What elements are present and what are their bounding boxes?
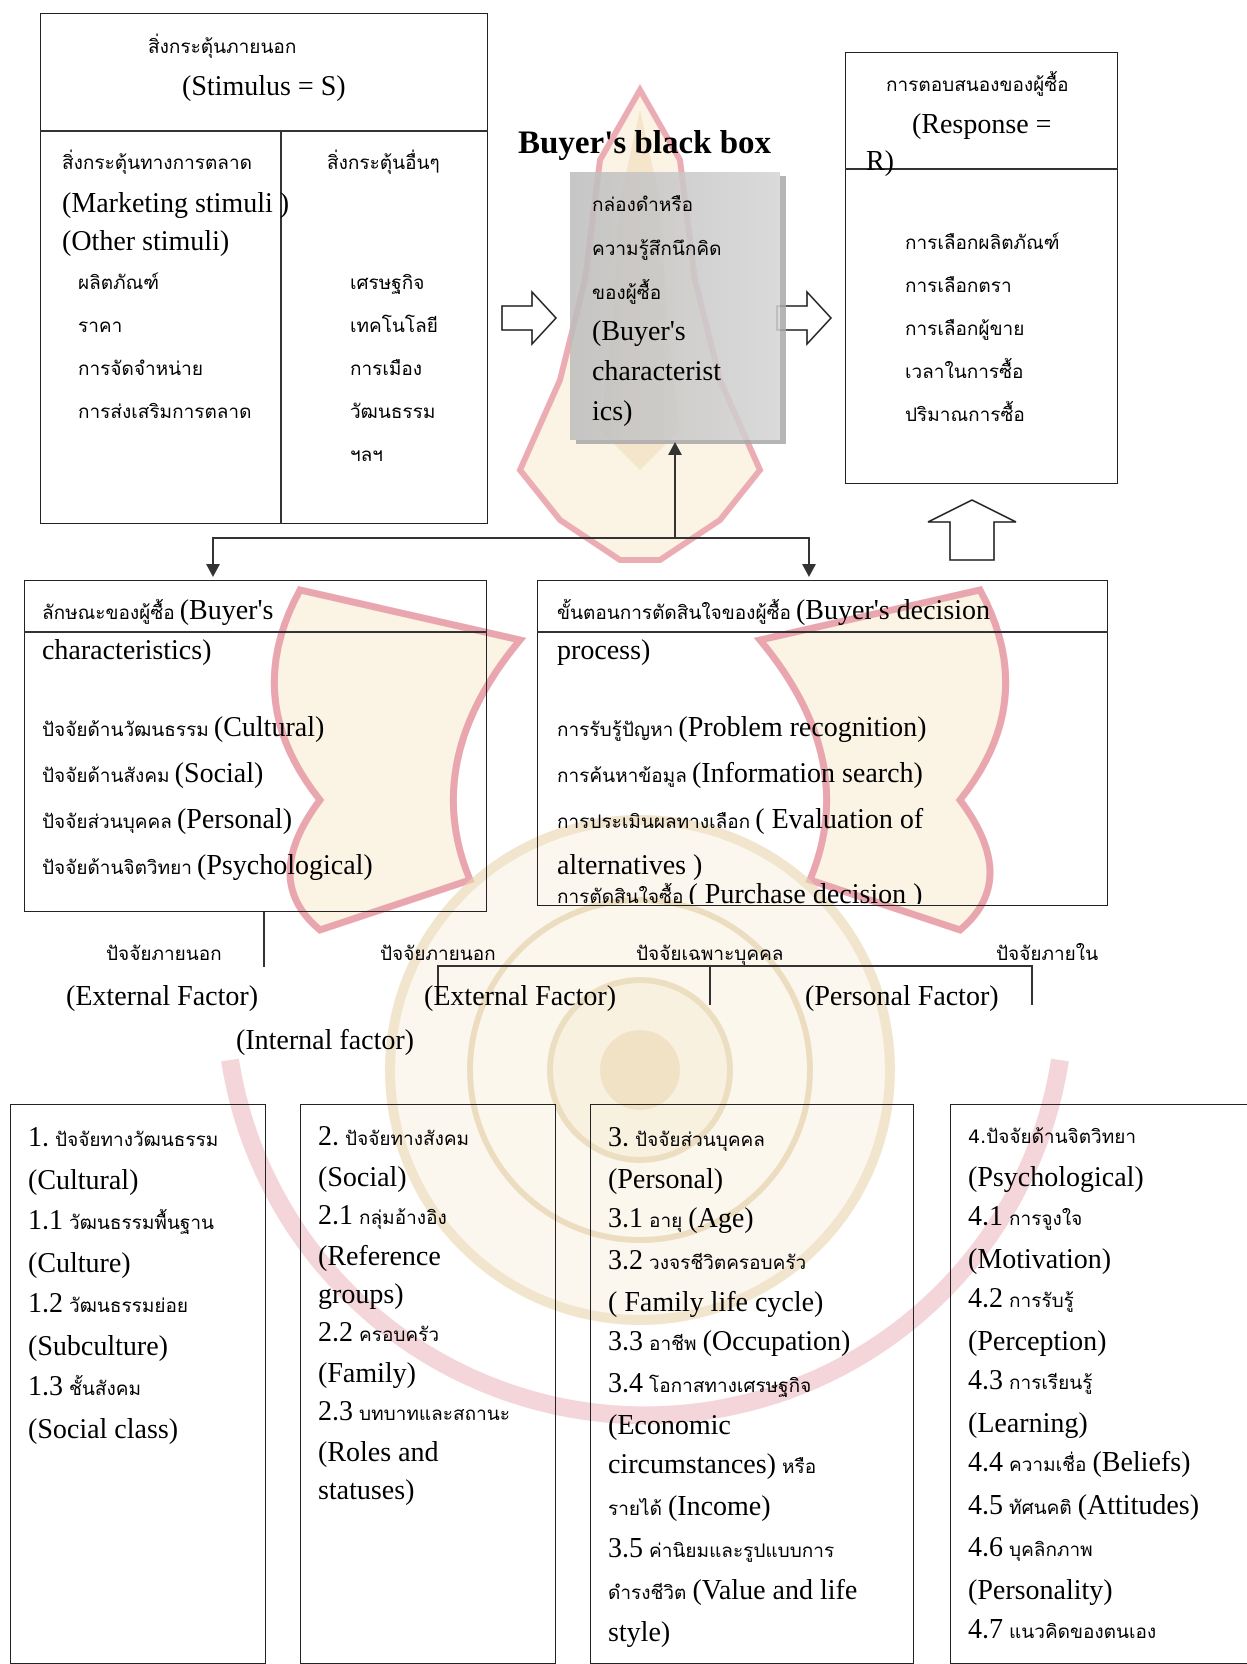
other-stimuli-title-th: สิ่งกระตุ้นอื่นๆ — [327, 152, 440, 174]
list-item: alternatives ) — [557, 850, 703, 881]
factor-divider — [1031, 965, 1033, 1005]
cultural-list: 1. ปัจจัยทางวัฒนธรรม (Cultural) 1.1 วัฒน… — [28, 1122, 219, 1445]
list-item: การค้นหาข้อมูล (Information search) — [557, 758, 923, 789]
other-stimuli-title-en: (Other stimuli) — [62, 226, 230, 257]
list-item: การเมือง — [350, 358, 423, 380]
connector-horizontal — [212, 537, 810, 539]
social-list: 2. ปัจจัยทางสังคม (Social) 2.1 กลุ่มอ้าง… — [318, 1121, 510, 1506]
factor-divider — [437, 965, 439, 1005]
factor-label-en: (External Factor) — [66, 981, 259, 1012]
characteristics-list: ปัจจัยด้านวัฒนธรรม (Cultural) ปัจจัยด้าน… — [42, 706, 373, 890]
factor-label-th: ปัจจัยภายใน — [996, 943, 1099, 965]
factor-label-th: ปัจจัยภายนอก — [380, 943, 496, 965]
list-item: การประเมินผลทางเลือก ( Evaluation of — [557, 804, 924, 835]
stimulus-column-divider — [280, 130, 282, 524]
characteristics-title-cont: characteristics) — [42, 635, 212, 666]
list-item: ปริมาณการซื้อ — [905, 404, 1025, 426]
black-box-text-th: กล่องดำหรือ ความรู้สึกนึกคิด ของผู้ซื้อ — [592, 194, 722, 304]
list-item: การเลือกผลิตภัณฑ์ — [905, 232, 1060, 254]
arrow-up-icon — [927, 499, 1017, 561]
list-item: ปัจจัยด้านสังคม (Social) — [42, 758, 264, 789]
decision-last-item-clip: การตัดสินใจซื้อ ( Purchase decision ) — [557, 880, 923, 904]
factor-rule — [437, 965, 1032, 967]
list-item: การส่งเสริมการตลาด — [78, 401, 252, 423]
connector-right-drop — [808, 537, 810, 567]
stimulus-box — [40, 13, 488, 524]
decision-title: ขั้นตอนการตัดสินใจของผู้ซื้อ (Buyer's de… — [557, 595, 990, 626]
characteristics-title: ลักษณะของผู้ซื้อ (Buyer's — [42, 595, 274, 626]
arrow-right-icon — [501, 290, 558, 346]
stimulus-header-divider — [40, 130, 488, 132]
decision-box — [537, 580, 1108, 906]
arrowhead-down-icon — [802, 564, 816, 577]
list-item: ผลิตภัณฑ์ — [78, 272, 160, 294]
response-box — [845, 52, 1118, 484]
decision-header-divider — [537, 631, 1108, 633]
decision-title-cont: process) — [557, 635, 651, 666]
list-item: ราคา — [78, 315, 123, 337]
factor-label-en: (Personal Factor) — [805, 981, 999, 1012]
list-item: การเลือกตรา — [905, 275, 1012, 297]
black-box-heading: Buyer's black box — [518, 125, 772, 161]
marketing-stimuli-title-en: (Marketing stimuli ) — [62, 188, 290, 219]
list-item: การจัดจำหน่าย — [78, 358, 203, 380]
response-title-th: การตอบสนองของผู้ซื้อ — [886, 74, 1069, 96]
marketing-stimuli-list: ผลิตภัณฑ์ ราคา การจัดจำหน่าย การส่งเสริม… — [78, 262, 251, 434]
response-title-en-cont: R) — [866, 146, 894, 177]
list-item: วัฒนธรรม — [350, 401, 436, 423]
arrowhead-up-icon — [668, 442, 682, 455]
other-stimuli-list: เศรษฐกิจ เทคโนโลยี การเมือง วัฒนธรรม ฯลฯ — [350, 262, 438, 477]
stimulus-title-th: สิ่งกระตุ้นภายนอก — [148, 36, 297, 58]
psych-list: 4.ปัจจัยด้านจิตวิทยา (Psychological) 4.1… — [968, 1126, 1200, 1645]
connector-left-drop — [212, 537, 214, 567]
response-title-en: (Response = — [912, 109, 1052, 140]
factor-divider — [709, 965, 711, 1005]
factor-label-en: (Internal factor) — [236, 1025, 414, 1056]
black-box-cube — [570, 172, 780, 440]
response-list: การเลือกผลิตภัณฑ์ การเลือกตรา การเลือกผู… — [905, 222, 1059, 437]
list-item: เศรษฐกิจ — [350, 272, 425, 294]
characteristics-box — [24, 580, 487, 912]
list-item: เวลาในการซื้อ — [905, 361, 1024, 383]
list-item: การเลือกผู้ขาย — [905, 318, 1025, 340]
factor-label-th: ปัจจัยภายนอก — [106, 943, 222, 965]
list-item: ปัจจัยส่วนบุคคล (Personal) — [42, 804, 293, 835]
list-item: ปัจจัยด้านจิตวิทยา (Psychological) — [42, 850, 373, 881]
arrow-right-icon — [776, 290, 833, 346]
decision-list: การรับรู้ปัญหา (Problem recognition) การ… — [557, 706, 926, 890]
list-item: เทคโนโลยี — [350, 315, 438, 337]
list-item: ปัจจัยด้านวัฒนธรรม (Cultural) — [42, 712, 325, 743]
list-item: การรับรู้ปัญหา (Problem recognition) — [557, 712, 927, 743]
arrowhead-down-icon — [206, 564, 220, 577]
black-box-text-en: (Buyer's characterist ics) — [592, 316, 722, 427]
stimulus-title-en: (Stimulus = S) — [182, 71, 346, 102]
marketing-stimuli-title-th: สิ่งกระตุ้นทางการตลาด — [62, 152, 252, 174]
list-item: ฯลฯ — [350, 444, 383, 466]
characteristics-header-divider — [24, 631, 487, 633]
factor-label-en: (External Factor) — [424, 981, 617, 1012]
factor-divider — [263, 912, 265, 967]
response-header-divider — [845, 168, 1118, 170]
personal-list: 3. ปัจจัยส่วนบุคคล (Personal) 3.1 อายุ (… — [608, 1122, 858, 1648]
connector-vertical — [674, 452, 676, 538]
factor-label-th: ปัจจัยเฉพาะบุคคล — [636, 943, 784, 965]
